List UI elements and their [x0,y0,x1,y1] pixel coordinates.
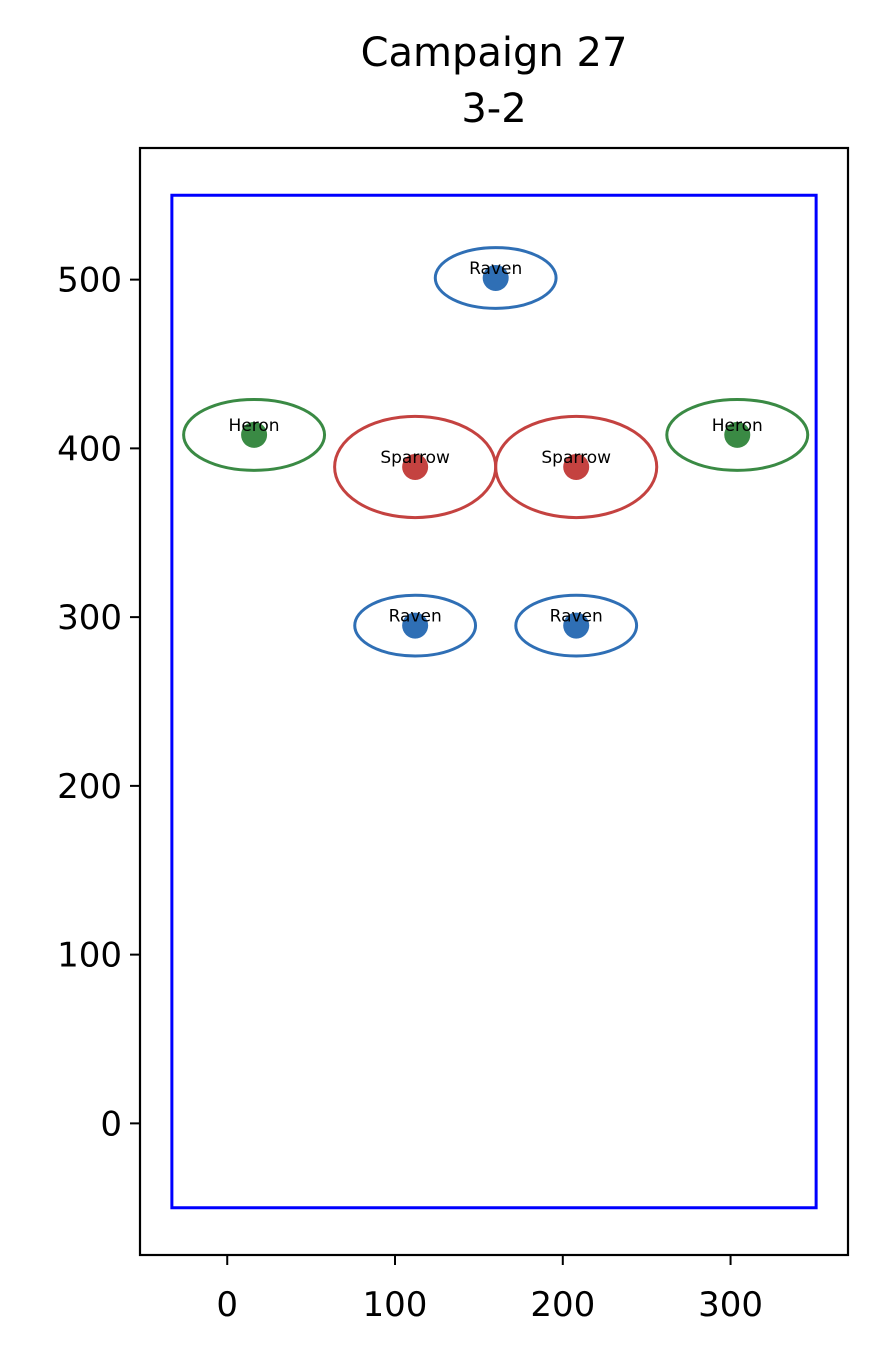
x-axis: 0 100 200 300 [216,1255,763,1325]
plot-area-frame [138,146,850,1257]
point-ellipse [665,397,810,472]
point-label: Raven [389,607,442,627]
scatter-point [482,264,509,291]
scatter-point [402,612,429,639]
scatter-point [724,421,751,448]
y-axis: 0 100 200 300 400 500 [57,261,140,1144]
field-boundary-layer [170,193,818,1210]
y-tick-label: 500 [57,261,122,301]
point-label: Sparrow [541,448,611,468]
x-tick-label: 200 [530,1285,595,1325]
y-tick-label: 0 [100,1104,122,1144]
field-boundary [170,193,818,1210]
scatter-point [563,612,590,639]
point-ellipse [433,246,558,310]
point-ellipse [514,593,639,658]
x-tick-label: 0 [216,1285,238,1325]
point-label: Raven [550,607,603,627]
y-tick-label: 400 [57,429,122,469]
chart-title-line-2: 3-2 [461,86,526,132]
point-label: Heron [229,416,280,436]
scatter-point [563,453,590,480]
point-ellipse [353,593,478,658]
y-tick-label: 200 [57,767,122,807]
point-ellipse [182,397,327,472]
chart-title-line-1: Campaign 27 [361,30,628,76]
point-label: Raven [469,259,522,279]
point-ellipse [494,414,659,520]
point-label: Heron [712,416,763,436]
x-tick-label: 300 [698,1285,763,1325]
x-tick-label: 100 [363,1285,428,1325]
y-tick-label: 100 [57,936,122,976]
y-tick-label: 300 [57,598,122,638]
scatter-point [241,421,268,448]
scatter-point [402,453,429,480]
point-label: Sparrow [380,448,450,468]
